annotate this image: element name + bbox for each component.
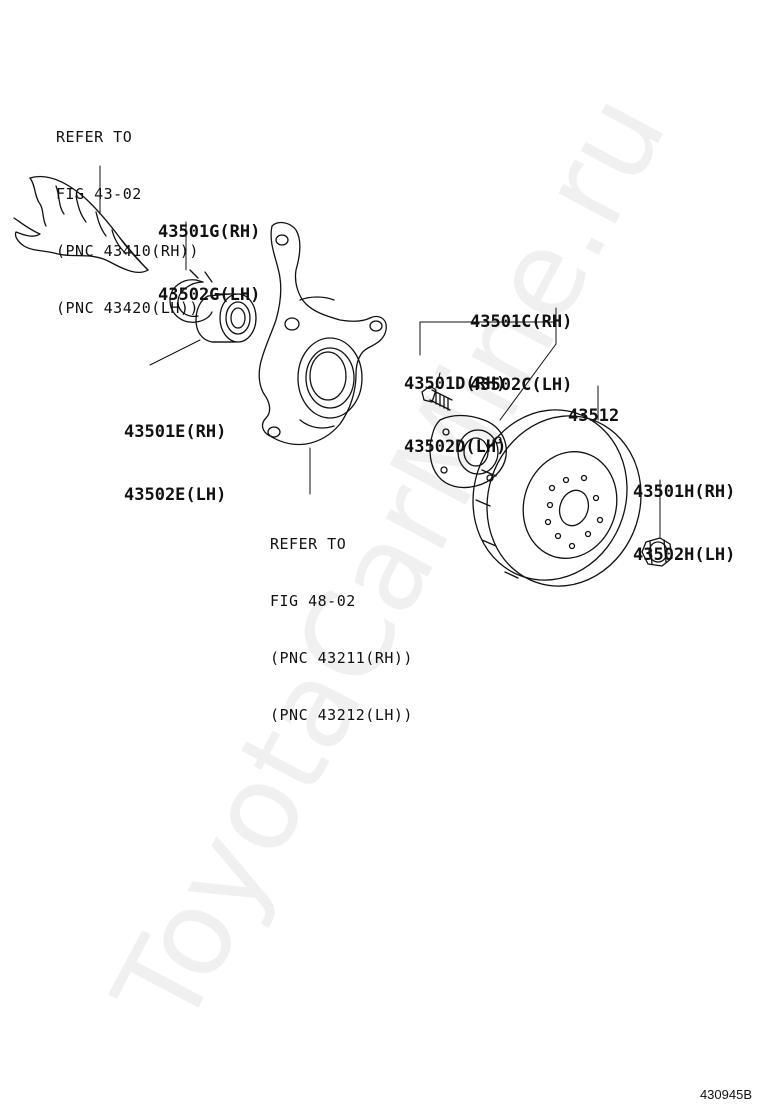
part-number: 43502H(LH) [633, 545, 736, 565]
disc-rotor-illustration [472, 409, 642, 587]
reference-line: FIG 48-02 [270, 592, 356, 610]
reference-line: (PNC 43420(LH)) [56, 299, 199, 317]
part-hub-bolt[interactable]: 43501D(RH) 43502D(LH) [404, 332, 506, 500]
reference-line: REFER TO [56, 128, 133, 146]
axle-shaft-reference: REFER TO FIG 43-02 (PNC 43410(RH)) (PNC … [56, 90, 199, 356]
part-number: 43501D(RH) [404, 374, 507, 394]
part-number: 43502D(LH) [404, 437, 507, 457]
steering-knuckle-illustration [258, 221, 387, 446]
bearing-illustration [195, 293, 257, 343]
knuckle-reference: REFER TO FIG 48-02 (PNC 43211(RH)) (PNC … [270, 497, 413, 763]
axle-shaft-illustration [13, 175, 149, 274]
part-bearing[interactable]: 43501E(RH) 43502E(LH) [124, 380, 226, 548]
part-number: 43501E(RH) [124, 422, 227, 442]
part-number: 43512 [568, 406, 620, 426]
part-number: 43502E(LH) [124, 485, 227, 505]
part-number: 43501G(RH) [158, 222, 261, 242]
axle-hub-illustration [429, 414, 507, 489]
part-number: 43502C(LH) [470, 375, 573, 395]
part-number: 43502G(LH) [158, 285, 261, 305]
lock-nut-illustration [641, 537, 673, 567]
part-disc-rotor[interactable]: 43512 [568, 364, 619, 469]
reference-line: FIG 43-02 [56, 185, 142, 203]
reference-line: (PNC 43211(RH)) [270, 649, 413, 667]
part-snap-ring[interactable]: 43501G(RH) 43502G(LH) [158, 180, 260, 348]
part-number: 43501H(RH) [633, 482, 736, 502]
reference-line: (PNC 43212(LH)) [270, 706, 413, 724]
figure-id: 430945B [699, 1087, 752, 1102]
part-axle-hub[interactable]: 43501C(RH) 43502C(LH) [470, 270, 572, 438]
reference-line: (PNC 43410(RH)) [56, 242, 199, 260]
reference-line: REFER TO [270, 535, 347, 553]
hub-bolt-illustration [421, 385, 453, 411]
part-lock-nut[interactable]: 43501H(RH) 43502H(LH) [633, 440, 735, 608]
part-number: 43501C(RH) [470, 312, 573, 332]
leader-lines [99, 165, 661, 539]
snap-ring-illustration [169, 269, 213, 323]
